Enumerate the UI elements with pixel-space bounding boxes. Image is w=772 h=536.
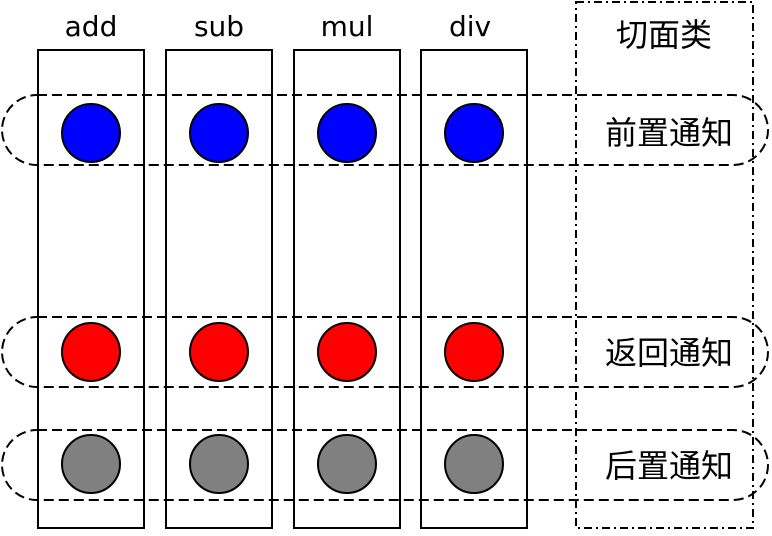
method-label-div: div <box>449 10 491 43</box>
method-labels: add sub mul div <box>65 10 491 43</box>
advice-marker-after-returning-sub <box>189 322 249 382</box>
method-label-sub: sub <box>194 10 244 43</box>
advice-row-before <box>1 94 769 166</box>
aspect-class-title: 切面类 <box>616 16 712 54</box>
advice-marker-after-returning-add <box>61 322 121 382</box>
advice-label-before: 前置通知 <box>605 114 733 152</box>
method-column-mul <box>293 49 401 529</box>
advice-row-after-returning <box>1 316 769 388</box>
advice-marker-before-sub <box>189 103 249 163</box>
advice-marker-before-div <box>444 103 504 163</box>
aspect-class-box <box>575 1 754 529</box>
advice-marker-after-div <box>444 434 504 494</box>
advice-marker-before-mul <box>317 103 377 163</box>
advice-labels: 前置通知 返回通知 后置通知 <box>605 114 733 485</box>
advice-label-after: 后置通知 <box>605 447 733 485</box>
advice-marker-after-add <box>61 434 121 494</box>
advice-marker-before-add <box>61 103 121 163</box>
method-label-mul: mul <box>321 10 374 43</box>
advice-marker-after-mul <box>317 434 377 494</box>
advice-marker-after-returning-div <box>444 322 504 382</box>
advice-label-after-returning: 返回通知 <box>605 334 733 372</box>
method-column-div <box>420 49 528 529</box>
advice-row-after <box>1 429 769 501</box>
method-column-add <box>37 49 145 529</box>
advice-rows <box>1 94 769 501</box>
method-column-sub <box>165 49 273 529</box>
method-label-add: add <box>65 10 118 43</box>
advice-marker-after-returning-mul <box>317 322 377 382</box>
advice-marker-after-sub <box>189 434 249 494</box>
advice-markers <box>61 103 504 494</box>
method-columns <box>37 49 528 529</box>
